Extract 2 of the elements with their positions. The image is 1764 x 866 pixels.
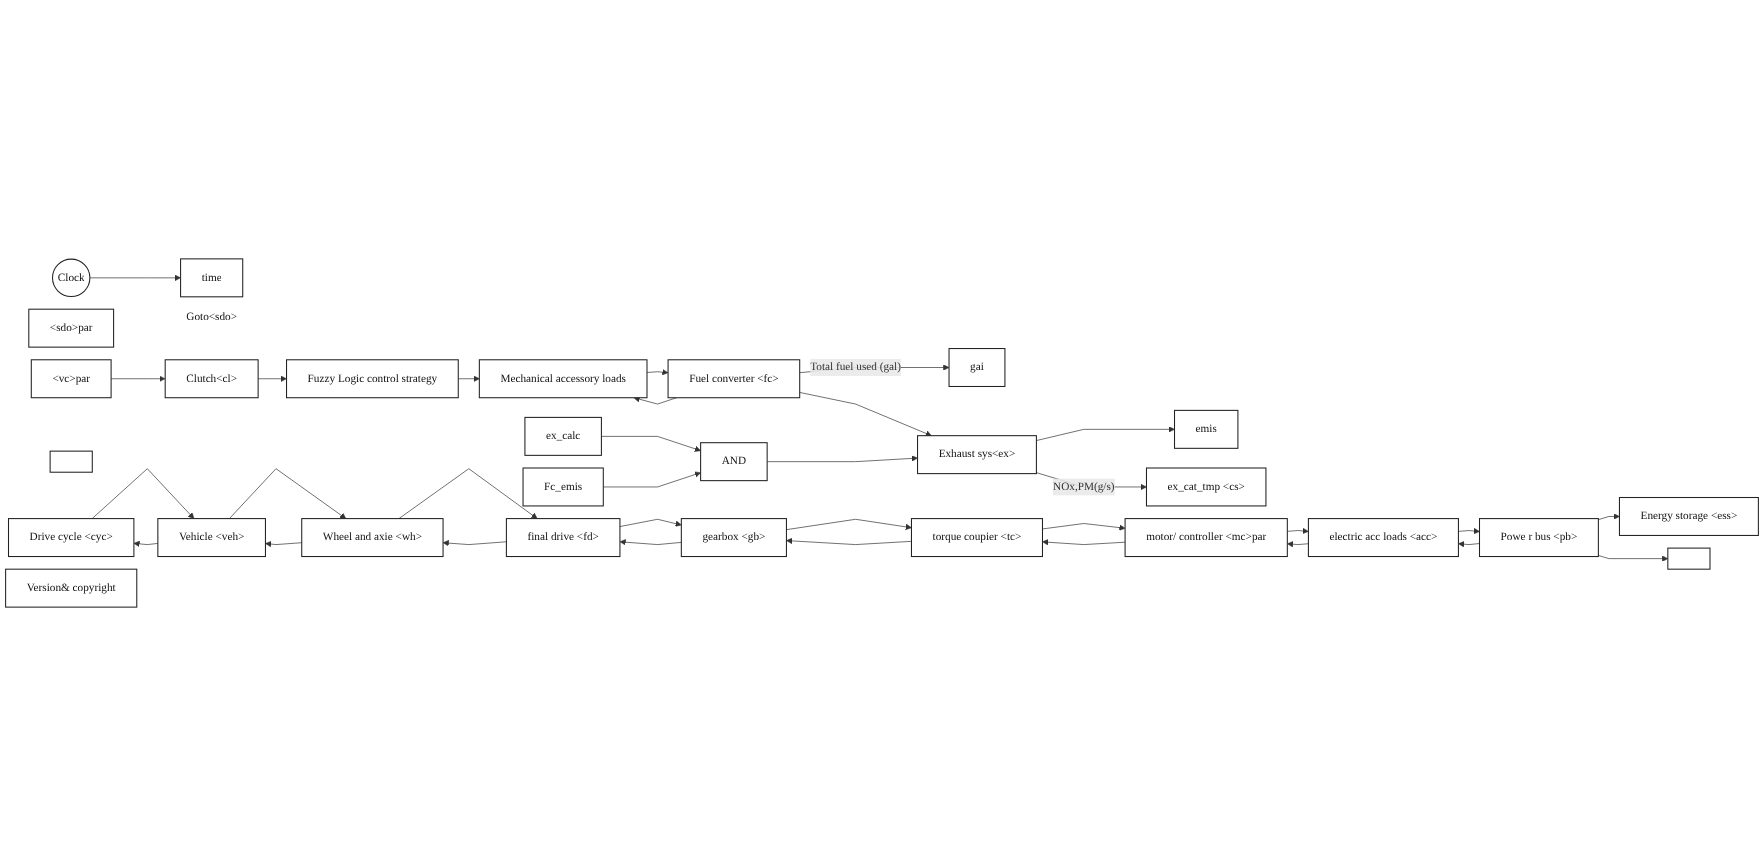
node-box [49,450,93,473]
node-box [1667,547,1711,570]
